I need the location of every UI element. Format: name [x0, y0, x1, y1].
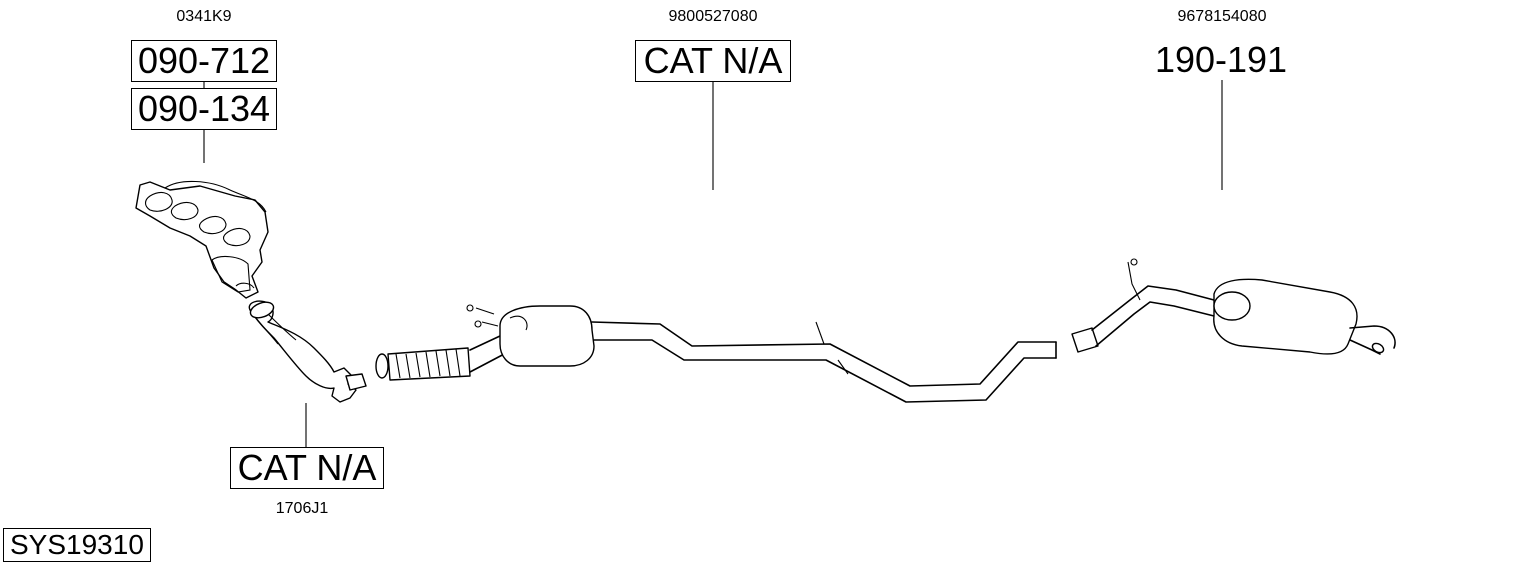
system-code: SYS19310: [3, 528, 151, 562]
oem-number-manifold: 0341K9: [176, 8, 232, 25]
front-pipe-drawing: [248, 300, 367, 403]
part-label-front-pipe[interactable]: CAT N/A: [230, 447, 384, 489]
part-label-090-712[interactable]: 090-712: [131, 40, 277, 82]
rear-silencer-drawing: [1071, 258, 1396, 355]
catalyst-middle-pipe-drawing: [375, 304, 1057, 403]
part-label-190-191[interactable]: 190-191: [1154, 39, 1288, 80]
oem-number-rear-silencer: 9678154080: [1177, 8, 1267, 25]
exhaust-manifold-drawing: [135, 180, 269, 299]
oem-number-front-pipe: 1706J1: [275, 500, 329, 517]
oem-number-catalyst: 9800527080: [668, 8, 758, 25]
part-label-090-134[interactable]: 090-134: [131, 88, 277, 130]
part-label-catalyst[interactable]: CAT N/A: [635, 40, 791, 82]
